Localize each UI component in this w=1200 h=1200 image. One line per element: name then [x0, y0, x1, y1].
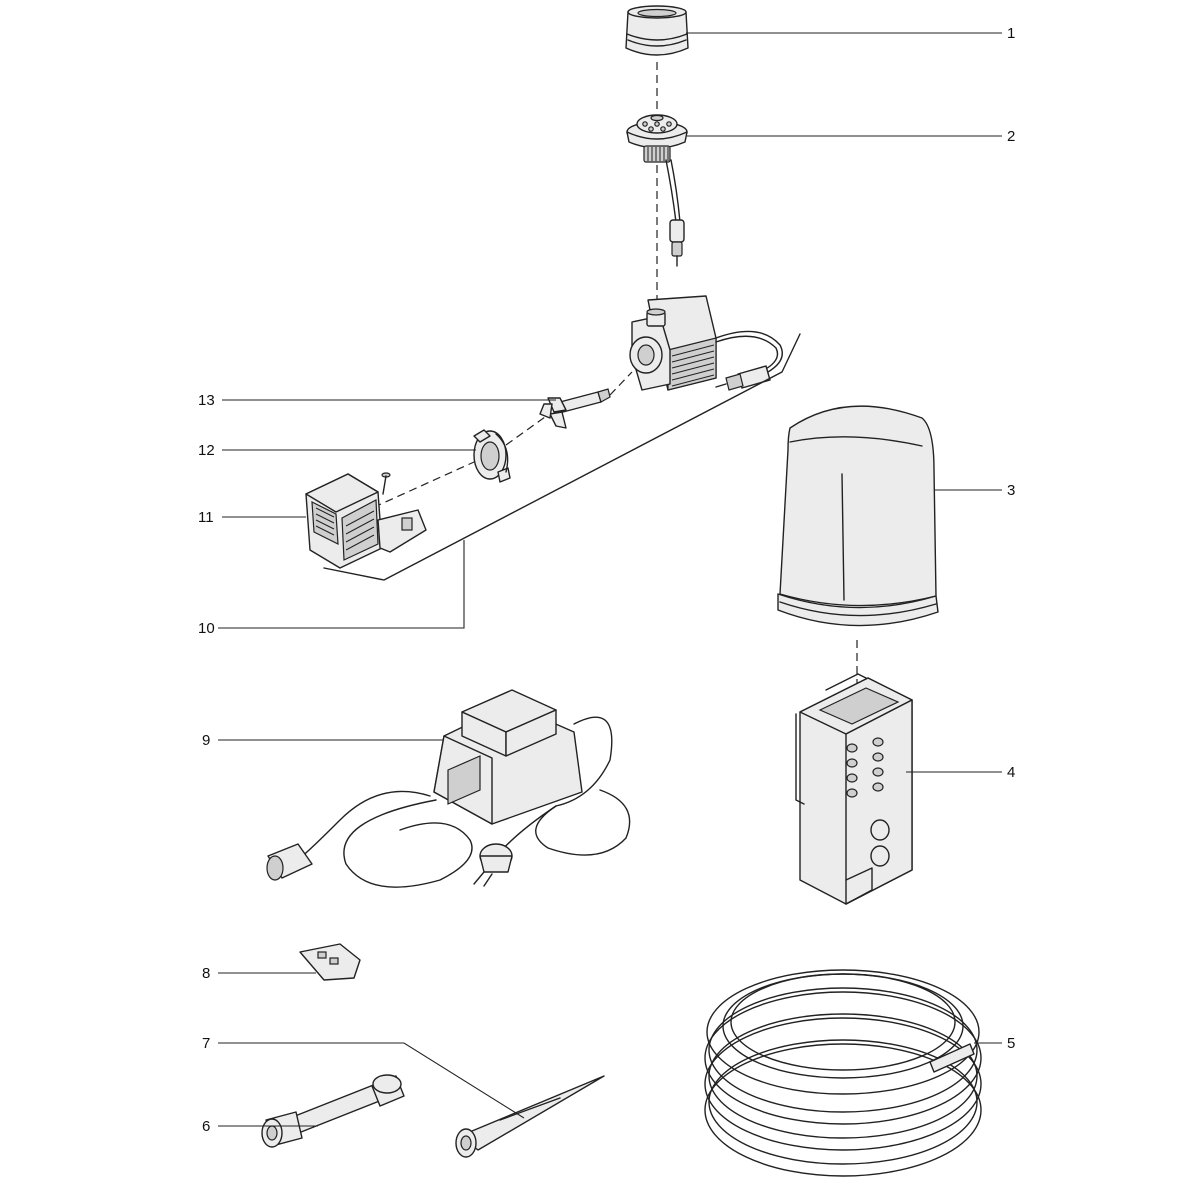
part-2-fountain-nozzle	[626, 114, 688, 163]
part-3-cover-housing	[777, 405, 939, 627]
leader-10	[218, 540, 465, 629]
callout-8: 8	[202, 965, 210, 982]
callout-3: 3	[1007, 482, 1015, 499]
callout-12: 12	[198, 442, 215, 459]
part-1-nozzle-cap	[625, 5, 689, 56]
callout-11: 11	[198, 509, 214, 526]
part-6-extension-tube	[261, 1074, 405, 1148]
transformer-low-voltage-cable	[299, 790, 431, 859]
callout-10: 10	[198, 620, 215, 637]
pump-unit	[629, 295, 717, 391]
callout-13: 13	[198, 392, 215, 409]
part-8-key	[299, 943, 361, 981]
part-4-distributor-box	[795, 673, 913, 905]
pump-cable	[715, 330, 783, 373]
transformer-mains-cable	[535, 716, 631, 856]
callout-1: 1	[1007, 25, 1015, 42]
part-12-impeller-cover	[473, 429, 511, 483]
callout-2: 2	[1007, 128, 1015, 145]
pump-cable-plug	[715, 365, 771, 391]
part-11-pre-filter	[305, 473, 427, 569]
callout-4: 4	[1007, 764, 1015, 781]
part-9-low-voltage-connector	[266, 843, 313, 881]
nozzle-cable	[665, 159, 677, 223]
part-5-hose-coil	[704, 969, 982, 1177]
callout-6: 6	[202, 1118, 210, 1135]
part-7-ground-spike	[455, 1075, 605, 1158]
leader-7	[218, 1042, 525, 1119]
callout-7: 7	[202, 1035, 210, 1052]
assembly-axis-13-pump	[609, 371, 633, 396]
part-2-cable-plug	[669, 219, 685, 267]
part-10-assembly-frame	[323, 333, 801, 581]
part-9-mains-plug	[473, 843, 513, 887]
assembly-axis-11-12	[349, 461, 475, 519]
assembly-axis-12-13	[505, 416, 546, 446]
callout-5: 5	[1007, 1035, 1015, 1052]
part-9-transformer	[433, 689, 583, 825]
part-11-screw	[381, 472, 391, 495]
callout-9: 9	[202, 732, 210, 749]
part-13-impeller	[539, 388, 611, 429]
